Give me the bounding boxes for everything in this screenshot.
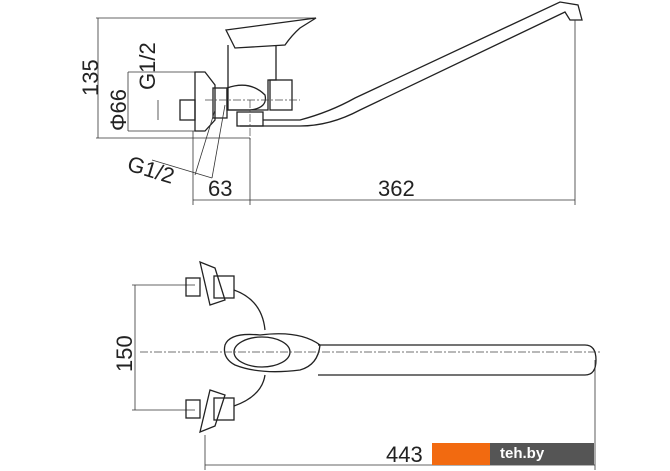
side-view: 135 Φ66 G1/2 G1/2 63 362 [78,1,583,205]
connector [226,84,267,111]
mixer-body [227,45,277,111]
watermark-accent [432,443,490,465]
offset-label: 63 [208,176,232,201]
flange-upper [199,260,226,306]
body-arms [233,289,266,407]
diameter-label: Φ66 [106,89,131,131]
watermark: teh.by [432,443,594,465]
lever-top [223,333,321,373]
reach-label: 362 [378,176,415,201]
watermark-text: teh.by [490,443,594,465]
top-view: 150 443 [112,260,600,470]
length-label: 443 [386,442,423,467]
flange-lower [199,389,226,434]
wall-flange [194,71,216,132]
inlet-stub [179,99,196,121]
thread-label-top: G1/2 [135,42,160,90]
diverter-knob [269,79,293,111]
lever-handle [225,17,317,49]
spout-top [318,344,597,376]
spout [240,1,583,127]
height-label: 135 [78,59,103,96]
spacing-label: 150 [112,335,137,372]
thread-label-bottom: G1/2 [125,151,178,189]
